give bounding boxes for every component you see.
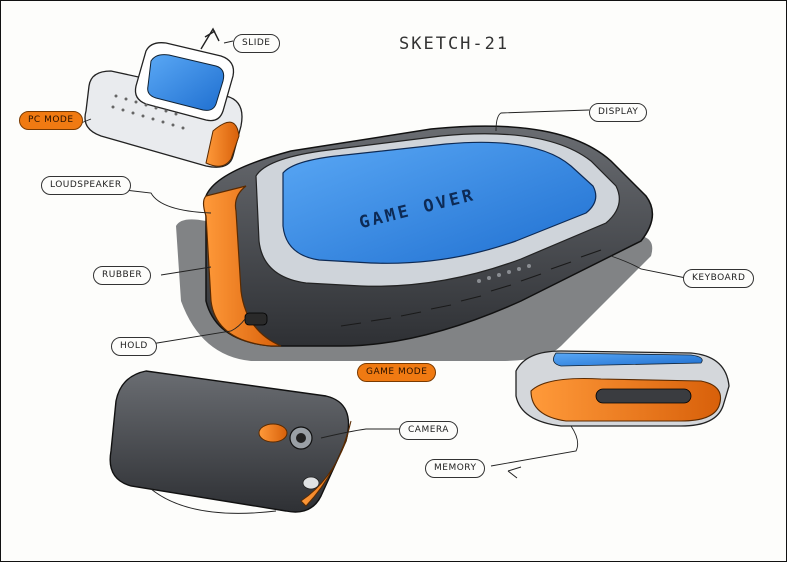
camera-shutter-icon [258, 423, 288, 443]
label-keyboard: KEYBOARD [683, 269, 755, 288]
label-memory: MEMORY [425, 459, 486, 478]
label-hold: HOLD [111, 337, 157, 356]
memory-device [515, 350, 730, 427]
hold-switch-icon [244, 312, 268, 326]
label-game-mode: GAME MODE [357, 363, 437, 382]
main-game-device: GAME OVER [202, 125, 654, 347]
sketch-title: SKETCH-21 [399, 34, 510, 54]
label-display: DISPLAY [589, 103, 648, 122]
label-rubber: RUBBER [93, 266, 152, 285]
label-pc-mode: PC MODE [19, 111, 83, 130]
label-loudspeaker: LOUDSPEAKER [41, 176, 131, 195]
label-slide: SLIDE [233, 34, 280, 53]
memory-slot-icon [595, 388, 692, 404]
label-camera: CAMERA [399, 421, 458, 440]
slide-arrow-icon [200, 27, 220, 50]
pc-mode-device [84, 42, 243, 168]
camera-device [109, 370, 352, 513]
